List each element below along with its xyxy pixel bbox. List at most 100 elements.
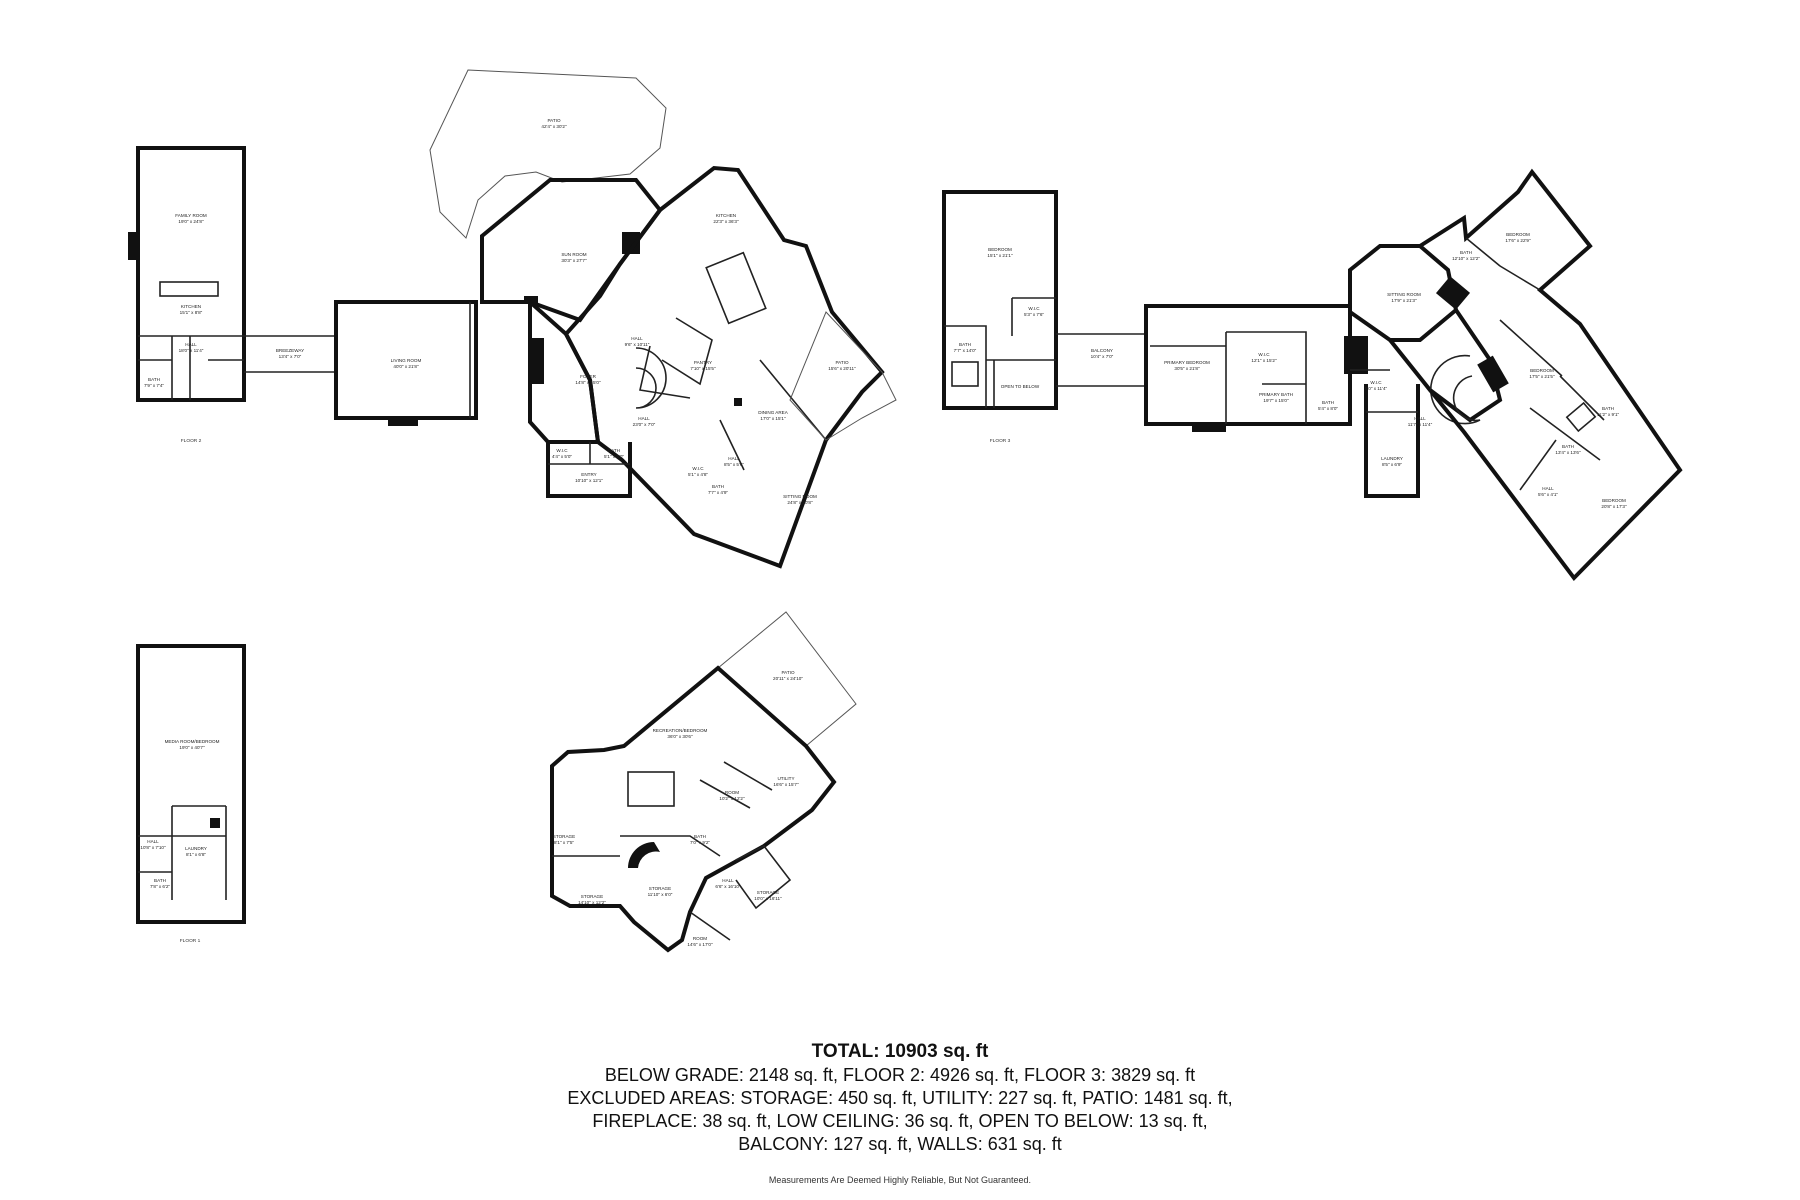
label-bath-a: BATH	[148, 377, 160, 382]
column-foyer	[524, 296, 538, 304]
dim-balcony: 10'4" x 7'0"	[1091, 354, 1114, 359]
dim-hall-c: 23'0" x 7'0"	[633, 422, 656, 427]
label-media-room: MEDIA ROOM/BEDROOM	[165, 739, 220, 744]
label-bath-d: BATH	[959, 342, 971, 347]
fireplace-living	[388, 418, 418, 426]
label-open-below: OPEN TO BELOW	[1001, 384, 1040, 389]
dim-bath-h: 13'4" x 13'6"	[1555, 450, 1581, 455]
dim-bath-g: 11'2" x 9'1"	[1597, 412, 1620, 417]
floor2-label: FLOOR 2	[181, 438, 202, 444]
spiral-stair-upper	[1430, 354, 1481, 425]
foyer-walls	[528, 297, 601, 444]
label-storage-d: STORAGE	[757, 890, 779, 895]
kitchen-island-main	[705, 251, 767, 325]
dim-bedroom-d: 20'8" x 17'3"	[1601, 504, 1627, 509]
label-recreation: RECREATION/BEDROOM	[653, 728, 708, 733]
label-kitchen-small: KITCHEN	[181, 304, 201, 309]
column-floor1	[210, 818, 220, 828]
dim-bedroom-c: 17'5" x 21'5"	[1529, 374, 1555, 379]
dim-laundry-b: 8'1" x 6'8"	[186, 852, 206, 857]
guest-house-inner-walls	[138, 335, 244, 400]
floor3-label: FLOOR 3	[990, 438, 1011, 444]
hall-e-walls	[1388, 308, 1503, 423]
label-dining-area: DINING AREA	[758, 410, 789, 415]
balcony-walls	[1056, 333, 1146, 387]
label-wic-d: W.I.C	[1258, 352, 1270, 357]
label-foyer: FOYER	[580, 374, 597, 379]
label-wic-e: W.I.C	[1370, 380, 1382, 385]
primary-suite-inner	[1150, 331, 1307, 424]
dim-pantry: 7'10" x 15'5"	[690, 366, 716, 371]
label-entry: ENTRY	[581, 472, 597, 477]
dim-storage-d: 10'0" x 16'11"	[754, 896, 782, 901]
dim-hall-e: 11'7" x 11'4"	[1408, 422, 1433, 427]
label-breezeway: BREEZEWAY	[276, 348, 304, 353]
spiral-stair-lower	[628, 842, 660, 868]
label-hall-g: HALL	[147, 839, 159, 844]
floor1-plan: MEDIA ROOM/BEDROOM 19'0" x 40'7" HALL 10…	[136, 644, 246, 944]
fireplace-sitting	[734, 398, 742, 406]
label-hall-h: HALL	[722, 878, 734, 883]
spiral-stair	[635, 347, 667, 409]
total-area: TOTAL: 10903 sq. ft	[811, 1041, 989, 1062]
label-bath-c: BATH	[712, 484, 724, 489]
column-hall	[1435, 276, 1471, 310]
dim-sitting-room-b: 17'9" x 21'3"	[1391, 298, 1417, 303]
fireplace-left	[128, 232, 138, 260]
label-room-a: ROOM	[725, 790, 739, 795]
breezeway-walls	[244, 335, 336, 373]
label-bath-e: BATH	[1322, 400, 1334, 405]
label-bath-h: BATH	[1562, 444, 1574, 449]
floor2-plan: FAMILY ROOM 19'0" x 24'8" KITCHEN 15'1" …	[128, 69, 897, 569]
shower-a	[951, 361, 979, 387]
label-sitting-room-b: SITTING ROOM	[1387, 292, 1421, 297]
dim-sun-room: 30'3" x 27'7"	[561, 258, 587, 263]
label-hall-f: HALL	[1542, 486, 1554, 491]
dim-dining-area: 17'0" x 15'1"	[760, 416, 786, 421]
dim-bath-e: 5'4" x 8'0"	[1318, 406, 1338, 411]
label-primary-bedroom: PRIMARY BEDROOM	[1164, 360, 1210, 365]
patio-right-outline	[789, 311, 897, 441]
area-summary: TOTAL: 10903 sq. ft BELOW GRADE: 2148 sq…	[0, 1040, 1800, 1156]
dim-kitchen-small: 15'1" x 8'8"	[180, 310, 203, 315]
dim-bath-d: 7'7" x 14'0"	[954, 348, 977, 353]
label-patio-right: PATIO	[835, 360, 849, 365]
dim-entry: 10'10" x 12'1"	[575, 478, 603, 483]
label-bath-g: BATH	[1602, 406, 1614, 411]
label-bath-f: BATH	[1460, 250, 1472, 255]
label-bedroom-b: BEDROOM	[1506, 232, 1530, 237]
label-room-b: ROOM	[693, 936, 707, 941]
label-storage-a: STORAGE	[553, 834, 575, 839]
column-primary	[1344, 336, 1368, 374]
dim-primary-bath: 19'7" x 15'0"	[1263, 398, 1289, 403]
column-hall-b	[1477, 355, 1509, 393]
bedroom-a-walls	[942, 190, 1058, 410]
summary-line-3: FIREPLACE: 38 sq. ft, LOW CEILING: 36 sq…	[592, 1111, 1208, 1131]
label-storage-b: STORAGE	[649, 886, 671, 891]
floor1-label: FLOOR 1	[180, 938, 201, 944]
dim-bedroom-b: 17'6" x 22'9"	[1505, 238, 1531, 243]
label-laundry: LAUNDRY	[1381, 456, 1403, 461]
label-patio-low: PATIO	[781, 670, 795, 675]
pool-table	[627, 771, 675, 807]
label-hall-b: HALL	[631, 336, 643, 341]
living-room-walls	[334, 300, 478, 420]
dim-storage-c: 14'10" x 12'2"	[578, 900, 606, 905]
dim-hall-d: 8'5" x 5'6"	[724, 462, 744, 467]
floor1-inner	[138, 805, 227, 900]
dim-storage-a: 8'1" x 7'5"	[554, 840, 574, 845]
label-bath-j: BATH	[694, 834, 706, 839]
label-wic-c: W.I.C	[1028, 306, 1040, 311]
dim-laundry: 8'5" x 6'9"	[1382, 462, 1402, 467]
dim-storage-b: 11'10" x 6'0"	[648, 892, 673, 897]
dim-wic-d: 12'1" x 15'2"	[1251, 358, 1277, 363]
dim-family-room: 19'0" x 24'8"	[178, 219, 204, 224]
dim-bath-c: 7'7" x 4'9"	[708, 490, 728, 495]
label-bath-i: BATH	[154, 878, 166, 883]
guest-house-walls	[136, 146, 246, 402]
dim-bath-a: 7'9" x 7'4"	[144, 383, 164, 388]
dim-hall-f: 5'6" x 4'1"	[1538, 492, 1558, 497]
floor3-plan: BEDROOM 15'1" x 21'1" BATH 7'7" x 14'0" …	[942, 168, 1683, 582]
fireplace-sunroom	[622, 232, 640, 254]
